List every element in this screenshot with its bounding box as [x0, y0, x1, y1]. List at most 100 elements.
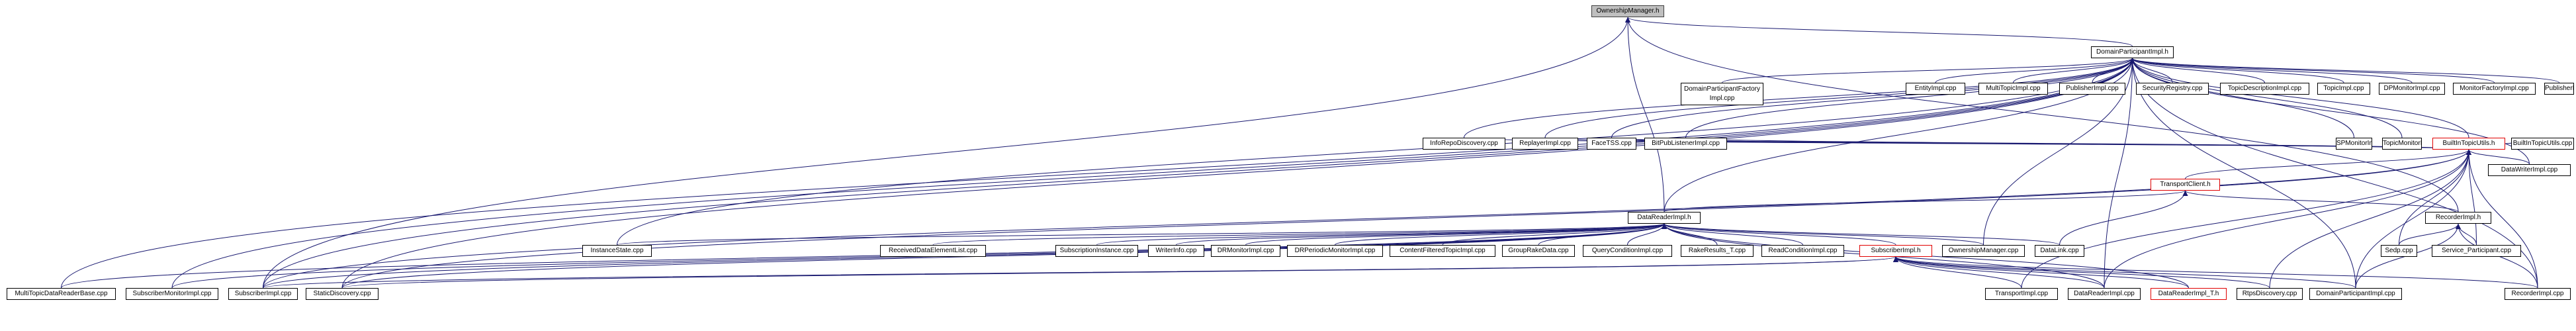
- edge-datareader_h-to-transportclient_h: [1664, 190, 2188, 213]
- edge-inforepo-to-dpi_h: [1464, 58, 2135, 138]
- node-label: SubscriberMonitorImpl.cpp: [132, 290, 212, 297]
- node-label: SecurityRegistry.cpp: [2142, 85, 2203, 92]
- node-secreg[interactable]: SecurityRegistry.cpp: [2136, 83, 2209, 95]
- edge-recorder_h-to-ownership_h: [1625, 17, 2459, 213]
- node-label: TransportImpl.cpp: [1994, 290, 2049, 297]
- node-recvdata[interactable]: ReceivedDataElementList.cpp: [880, 245, 986, 257]
- node-sedp[interactable]: Sedp.cpp: [2381, 245, 2417, 257]
- node-dpfi[interactable]: DomainParticipantFactory Impl.cpp: [1681, 83, 1763, 105]
- node-label: QueryConditionImpl.cpp: [1591, 247, 1664, 254]
- node-label: MultiTopicDataReaderBase.cpp: [15, 290, 108, 297]
- edge-recorder_cpp-to-bitutils_h: [2466, 149, 2538, 289]
- node-label: InfoRepoDiscovery.cpp: [1430, 140, 1498, 147]
- node-instancestate[interactable]: InstanceState.cpp: [582, 245, 652, 257]
- node-label: Sedp.cpp: [2385, 247, 2413, 254]
- edge-ownership_cpp-to-datareader_h: [1662, 223, 1984, 246]
- edge-drmon-to-datareader_h: [1245, 223, 1667, 246]
- edge-dpi_cpp-to-dpi_h: [2129, 58, 2356, 289]
- node-ownership-h[interactable]: OwnershipManager.h: [1591, 5, 1664, 17]
- node-bitpub[interactable]: BitPubListenerImpl.cpp: [1644, 138, 1727, 150]
- node-facetss[interactable]: FaceTSS.cpp: [1587, 138, 1636, 150]
- node-datareader-t[interactable]: DataReaderImpl_T.h: [2151, 288, 2227, 300]
- node-inforepo[interactable]: InfoRepoDiscovery.cpp: [1423, 138, 1505, 150]
- node-datareader-cpp[interactable]: DataReaderImpl.cpp: [2068, 288, 2141, 300]
- node-publisherimpl[interactable]: PublisherImpl.cpp: [2059, 83, 2125, 95]
- node-drmon[interactable]: DRMonitorImpl.cpp: [1211, 245, 1280, 257]
- node-subinst[interactable]: SubscriptionInstance.cpp: [1055, 245, 1138, 257]
- edge-transportimpl-to-bitutils_h: [2021, 149, 2471, 289]
- node-multitopicdrb[interactable]: MultiTopicDataReaderBase.cpp: [7, 288, 116, 300]
- node-subimpl-cpp[interactable]: SubscriberImpl.cpp: [228, 288, 298, 300]
- node-topicimpl[interactable]: TopicImpl.cpp: [2317, 83, 2370, 95]
- node-label: DataWriterImpl.cpp: [2501, 166, 2558, 173]
- edge-topicimpl-to-dpi_h: [2129, 58, 2344, 83]
- node-multitopicimpl[interactable]: MultiTopicImpl.cpp: [1978, 83, 2048, 95]
- node-subimpl-h[interactable]: SubscriberImpl.h: [1859, 245, 1932, 257]
- node-datawriter[interactable]: DataWriterImpl.cpp: [2488, 164, 2571, 176]
- node-spmon[interactable]: SPMonitorImpl.cpp: [2336, 138, 2372, 150]
- node-label: TransportClient.h: [2160, 181, 2211, 188]
- edge-sedp-to-bitutils_h: [2399, 149, 2471, 246]
- node-label: MultiTopicImpl.cpp: [1986, 85, 2041, 92]
- node-label: SubscriptionInstance.cpp: [1059, 247, 1134, 254]
- node-label: SPMonitorImpl.cpp: [2336, 140, 2372, 147]
- edge-datareader_t-to-subimpl_h: [1893, 256, 2189, 289]
- node-grouprake[interactable]: GroupRakeData.cpp: [1502, 245, 1575, 257]
- node-entityimpl[interactable]: EntityImpl.cpp: [1906, 83, 1965, 95]
- node-label: DataLink.cpp: [2040, 247, 2079, 254]
- node-readcond[interactable]: ReadConditionImpl.cpp: [1761, 245, 1844, 257]
- node-dpi-cpp[interactable]: DomainParticipantImpl.cpp: [2309, 288, 2402, 300]
- edge-sedp-to-recorder_h: [2399, 223, 2461, 246]
- edge-entityimpl-to-dpi_h: [1935, 58, 2135, 83]
- node-bitutils-cpp[interactable]: BuiltInTopicUtils.cpp: [2511, 138, 2574, 150]
- edge-secreg-to-dpi_h: [2129, 58, 2173, 83]
- node-label: RakeResults_T.cpp: [1688, 247, 1746, 254]
- node-submon[interactable]: SubscriberMonitorImpl.cpp: [126, 288, 218, 300]
- node-label: DPMonitorImpl.cpp: [2383, 85, 2440, 92]
- node-servicepart[interactable]: Service_Participant.cpp: [2432, 245, 2521, 257]
- edge-instancestate-to-dpi_h: [617, 58, 2135, 246]
- node-label: ReplayerImpl.cpp: [1519, 140, 1571, 147]
- node-transportclient-h[interactable]: TransportClient.h: [2151, 179, 2220, 191]
- node-topicmon[interactable]: TopicMonitorImpl.cpp: [2382, 138, 2422, 150]
- node-recorder-h[interactable]: RecorderImpl.h: [2425, 212, 2491, 224]
- node-label: StaticDiscovery.cpp: [313, 290, 371, 297]
- node-ownership-cpp[interactable]: OwnershipManager.cpp: [1942, 245, 2025, 257]
- edge-bitpub-to-bitutils_h: [1685, 137, 2471, 150]
- node-rakeresults[interactable]: RakeResults_T.cpp: [1681, 245, 1754, 257]
- edge-dpi_h-to-ownership_h: [1625, 17, 2133, 47]
- node-drperiodic[interactable]: DRPeriodicMonitorImpl.cpp: [1287, 245, 1383, 257]
- node-topicdesc[interactable]: TopicDescriptionImpl.cpp: [2220, 83, 2309, 95]
- edge-datalink-to-datareader_h: [1662, 223, 2060, 246]
- node-datareader-h[interactable]: DataReaderImpl.h: [1628, 212, 1701, 224]
- edge-replayer-to-dpi_h: [1544, 58, 2135, 138]
- node-dpi-h[interactable]: DomainParticipantImpl.h: [2091, 46, 2174, 58]
- edge-bitpub-to-dpi_h: [1685, 58, 2135, 138]
- node-label: FaceTSS.cpp: [1591, 140, 1632, 147]
- node-label: ReadConditionImpl.cpp: [1768, 247, 1838, 254]
- node-cftopic[interactable]: ContentFilteredTopicImpl.cpp: [1390, 245, 1495, 257]
- node-transportimpl[interactable]: TransportImpl.cpp: [1985, 288, 2058, 300]
- node-datalink[interactable]: DataLink.cpp: [2035, 245, 2084, 257]
- node-dpmon[interactable]: DPMonitorImpl.cpp: [2379, 83, 2445, 95]
- node-label: Service_Participant.cpp: [2441, 247, 2512, 254]
- edge-writerinfo-to-datareader_h: [1176, 223, 1667, 246]
- edge-recvdata-to-datareader_h: [932, 223, 1667, 246]
- node-monfact[interactable]: MonitorFactoryImpl.cpp: [2453, 83, 2536, 95]
- node-rtpsdisc[interactable]: RtpsDiscovery.cpp: [2237, 288, 2303, 300]
- node-writerinfo[interactable]: WriterInfo.cpp: [1148, 245, 1204, 257]
- node-label: ReceivedDataElementList.cpp: [889, 247, 977, 254]
- node-bitutils-h[interactable]: BuiltInTopicUtils.h: [2432, 138, 2505, 150]
- node-querycond[interactable]: QueryConditionImpl.cpp: [1583, 245, 1672, 257]
- edge-servicepart-to-recorder_h: [2456, 223, 2477, 246]
- node-recorder-cpp[interactable]: RecorderImpl.cpp: [2505, 288, 2571, 300]
- node-label: BitPubListenerImpl.cpp: [1652, 140, 1720, 147]
- node-staticdisc[interactable]: StaticDiscovery.cpp: [306, 288, 378, 300]
- edge-subimpl_cpp-to-subimpl_h: [263, 256, 1898, 289]
- edge-datawriter-to-dpi_h: [2129, 58, 2530, 165]
- node-replayer[interactable]: ReplayerImpl.cpp: [1512, 138, 1578, 150]
- edge-monfact-to-dpi_h: [2129, 58, 2495, 83]
- edge-subimpl_h-to-datareader_h: [1662, 223, 1896, 246]
- node-pubmon[interactable]: PublisherMonitorImpl.cpp: [2544, 83, 2574, 95]
